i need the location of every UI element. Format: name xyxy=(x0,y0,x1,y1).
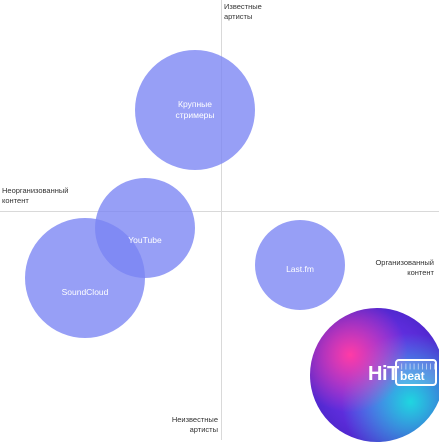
axis-left-line-1: Неорганизованный xyxy=(2,186,69,195)
logo-beat-text: beat xyxy=(400,369,425,383)
label-big-streamers: Крупные стримеры xyxy=(165,99,225,121)
axis-top-line-2: артисты xyxy=(224,12,253,21)
axis-top-line-1: Известные xyxy=(224,2,262,11)
logo-hit-text: HiT xyxy=(368,363,399,385)
vertical-axis xyxy=(221,0,222,440)
circle-lastfm xyxy=(255,220,345,310)
logo-barcode: ||||||||| xyxy=(400,363,437,370)
label-lastfm: Last.fm xyxy=(286,264,314,274)
logo-beat-box: ||||||||| beat xyxy=(395,359,437,386)
label-big-streamers-line-2: стримеры xyxy=(175,110,215,120)
axis-left-label: Неорганизованный контент xyxy=(2,186,68,206)
axis-left-line-2: контент xyxy=(2,196,29,205)
hitbeat-logo-circle xyxy=(310,308,439,442)
axis-right-label: Организованный контент xyxy=(340,258,434,278)
label-big-streamers-line-1: Крупные xyxy=(178,99,212,109)
circle-big-streamers xyxy=(135,50,255,170)
hitbeat-logo: HiT ||||||||| beat xyxy=(362,353,439,391)
axis-bottom-line-1: Неизвестные xyxy=(171,415,218,424)
axis-right-line-2: контент xyxy=(407,268,434,277)
axis-bottom-label: Неизвестные артисты xyxy=(166,415,218,435)
axis-right-line-1: Организованный xyxy=(375,258,434,267)
circle-soundcloud xyxy=(25,218,145,338)
axis-bottom-line-2: артисты xyxy=(189,425,218,434)
label-youtube: YouTube xyxy=(128,235,162,245)
label-soundcloud: SoundCloud xyxy=(61,287,109,297)
axis-top-label: Известные артисты xyxy=(224,2,262,22)
horizontal-axis xyxy=(0,211,439,212)
